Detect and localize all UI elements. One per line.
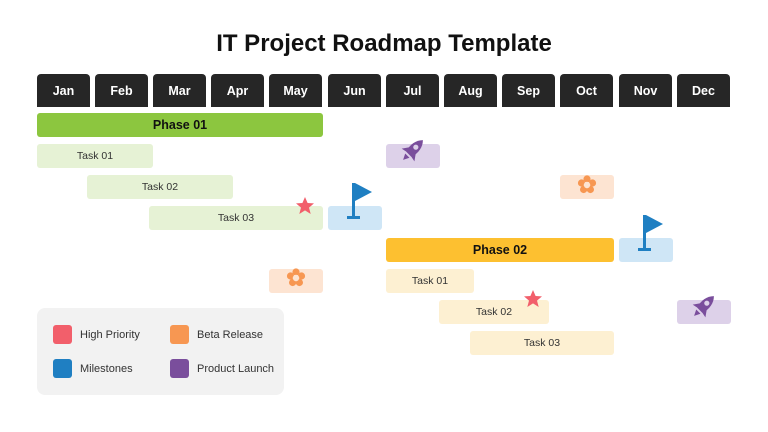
star-icon xyxy=(524,290,542,307)
milestones-swatch xyxy=(53,359,72,378)
phase-01-task-03: Task 03 xyxy=(149,206,323,230)
phase-02-task-03: Task 03 xyxy=(470,331,614,355)
rocket-icon xyxy=(401,140,423,162)
legend-item-beta-release: Beta Release xyxy=(170,325,263,344)
phase-01-task-01: Task 01 xyxy=(37,144,153,168)
month-may: May xyxy=(269,74,322,107)
legend-label: Product Launch xyxy=(197,362,275,375)
legend: High Priority Beta Release Milestones Pr… xyxy=(37,308,284,395)
month-apr: Apr xyxy=(211,74,264,107)
month-mar: Mar xyxy=(153,74,206,107)
month-jan: Jan xyxy=(37,74,90,107)
month-jun: Jun xyxy=(328,74,381,107)
month-jul: Jul xyxy=(386,74,439,107)
beta-release-swatch xyxy=(170,325,189,344)
phase-02-bar: Phase 02 xyxy=(386,238,614,262)
product-launch-tile-dec xyxy=(677,296,731,324)
legend-label: Milestones xyxy=(80,362,133,375)
month-aug: Aug xyxy=(444,74,497,107)
legend-label: Beta Release xyxy=(197,328,264,341)
month-dec: Dec xyxy=(677,74,730,107)
flower-icon xyxy=(286,268,306,287)
month-sep: Sep xyxy=(502,74,555,107)
page-title: IT Project Roadmap Template xyxy=(216,30,552,57)
legend-item-milestones: Milestones xyxy=(53,359,133,378)
phase-01-task-02: Task 02 xyxy=(87,175,233,199)
month-feb: Feb xyxy=(95,74,148,107)
rocket-icon xyxy=(692,296,714,318)
legend-item-high-priority: High Priority xyxy=(53,325,140,344)
flower-icon xyxy=(577,175,597,194)
legend-label: High Priority xyxy=(80,328,140,341)
star-icon xyxy=(296,197,314,214)
flag-icon xyxy=(347,183,372,219)
month-oct: Oct xyxy=(560,74,613,107)
month-nov: Nov xyxy=(619,74,672,107)
product-launch-swatch xyxy=(170,359,189,378)
legend-item-product-launch: Product Launch xyxy=(170,359,274,378)
phase-02-task-01: Task 01 xyxy=(386,269,474,293)
high-priority-swatch xyxy=(53,325,72,344)
flag-icon xyxy=(638,215,663,251)
product-launch-tile-jul xyxy=(386,140,440,168)
beta-release-tile-may xyxy=(269,268,323,293)
phase-01-bar: Phase 01 xyxy=(37,113,323,137)
beta-release-tile-oct xyxy=(560,175,614,199)
